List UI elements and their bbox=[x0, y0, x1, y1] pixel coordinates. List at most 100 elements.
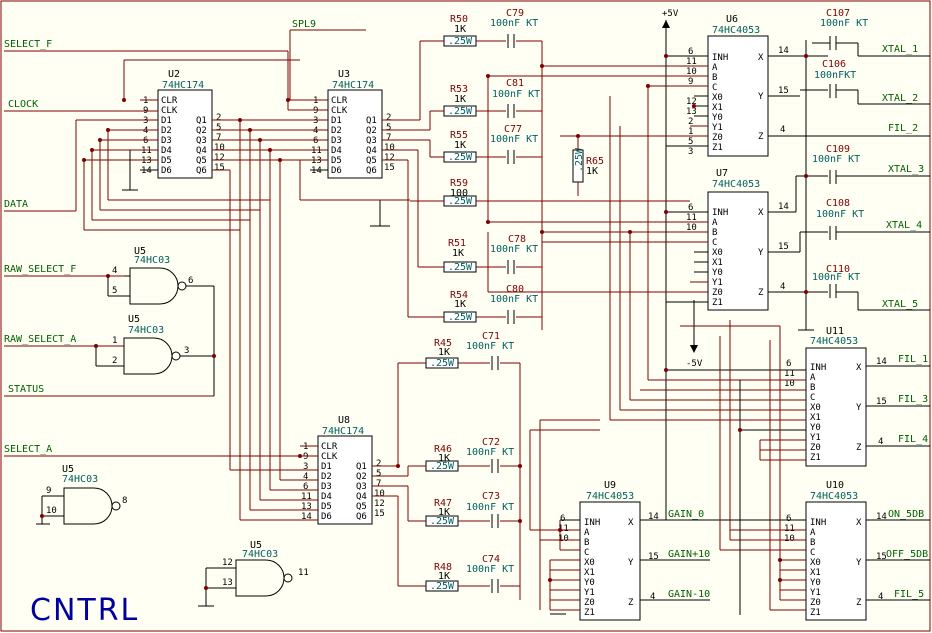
svg-text:Y0: Y0 bbox=[712, 113, 723, 123]
u10-chip: U10 74HC4053 INH A B C X0 X1 Y0 Y1 Z0 Z1… bbox=[784, 480, 887, 621]
svg-text:14: 14 bbox=[778, 46, 789, 56]
svg-text:6: 6 bbox=[303, 482, 308, 492]
svg-text:A: A bbox=[810, 528, 816, 538]
net-xtal-4: XTAL_4 bbox=[886, 220, 922, 231]
svg-text:.25W: .25W bbox=[448, 152, 473, 163]
svg-text:R54: R54 bbox=[450, 290, 468, 301]
svg-text:U7: U7 bbox=[716, 168, 728, 179]
svg-text:Q4: Q4 bbox=[366, 146, 377, 156]
svg-text:6: 6 bbox=[560, 514, 565, 524]
svg-text:10: 10 bbox=[686, 223, 697, 233]
svg-text:B: B bbox=[810, 538, 815, 548]
svg-text:11: 11 bbox=[784, 524, 795, 534]
svg-text:D4: D4 bbox=[161, 146, 172, 156]
svg-text:Q6: Q6 bbox=[196, 166, 207, 176]
svg-text:8: 8 bbox=[122, 496, 127, 506]
svg-text:D2: D2 bbox=[321, 472, 332, 482]
svg-text:C72: C72 bbox=[482, 437, 500, 448]
svg-text:.25W: .25W bbox=[448, 36, 473, 47]
net-fil-2: FIL_2 bbox=[888, 123, 918, 134]
svg-text:Y0: Y0 bbox=[584, 578, 595, 588]
junctions bbox=[40, 54, 808, 590]
svg-text:.25W: .25W bbox=[448, 106, 473, 117]
svg-text:10: 10 bbox=[214, 143, 225, 153]
svg-text:R51: R51 bbox=[448, 238, 466, 249]
svg-text:6: 6 bbox=[688, 47, 693, 57]
svg-text:R45: R45 bbox=[434, 338, 452, 349]
svg-text:5: 5 bbox=[386, 123, 391, 133]
net-xtal-2: XTAL_2 bbox=[882, 93, 918, 104]
svg-text:C79: C79 bbox=[506, 8, 524, 19]
svg-text:.25W: .25W bbox=[448, 196, 473, 207]
svg-text:R47: R47 bbox=[434, 498, 452, 509]
svg-text:10: 10 bbox=[784, 379, 795, 389]
svg-text:INH: INH bbox=[810, 518, 826, 528]
svg-text:1: 1 bbox=[112, 336, 117, 346]
svg-text:11: 11 bbox=[686, 57, 697, 67]
svg-text:3: 3 bbox=[688, 147, 693, 157]
net-data: DATA bbox=[4, 199, 28, 210]
svg-text:74HC03: 74HC03 bbox=[128, 325, 164, 336]
ff-bus-wiring bbox=[83, 51, 410, 521]
svg-text:74HC03: 74HC03 bbox=[242, 549, 278, 560]
svg-text:4: 4 bbox=[313, 126, 318, 136]
svg-text:U11: U11 bbox=[826, 326, 844, 337]
svg-text:15: 15 bbox=[384, 163, 395, 173]
net-select-a: SELECT_A bbox=[4, 444, 52, 455]
rc-network-bottom: R45 1K .25W C71 100nF KT R46 1K .25W C72… bbox=[372, 331, 560, 610]
svg-text:15: 15 bbox=[778, 86, 789, 96]
input-nets: SELECT_F CLOCK DATA RAW_SELECT_F RAW_SEL… bbox=[4, 19, 366, 457]
svg-text:1K: 1K bbox=[454, 140, 466, 151]
svg-text:D1: D1 bbox=[331, 116, 342, 126]
svg-text:D6: D6 bbox=[321, 512, 332, 522]
svg-text:14: 14 bbox=[648, 512, 659, 522]
svg-text:A: A bbox=[712, 63, 718, 73]
svg-text:U3: U3 bbox=[338, 69, 350, 80]
net-xtal-1: XTAL_1 bbox=[882, 44, 918, 55]
svg-text:100nF KT: 100nF KT bbox=[812, 154, 860, 165]
svg-text:X0: X0 bbox=[712, 93, 723, 103]
svg-text:CLR: CLR bbox=[161, 96, 178, 106]
svg-text:.25W: .25W bbox=[430, 461, 455, 472]
svg-text:74HC4053: 74HC4053 bbox=[712, 25, 760, 36]
svg-text:R59: R59 bbox=[450, 178, 468, 189]
svg-text:C71: C71 bbox=[482, 331, 500, 342]
u7-chip: U7 74HC4053 INH A B C X0 X1 Y0 Y1 Z0 Z1 … bbox=[686, 168, 789, 311]
svg-text:14: 14 bbox=[778, 202, 789, 212]
svg-text:C106: C106 bbox=[822, 59, 846, 70]
svg-text:Q5: Q5 bbox=[366, 156, 377, 166]
svg-text:C73: C73 bbox=[482, 491, 500, 502]
svg-text:A: A bbox=[584, 528, 590, 538]
svg-text:INH: INH bbox=[712, 208, 728, 218]
svg-text:X: X bbox=[628, 518, 634, 528]
svg-text:2: 2 bbox=[112, 356, 117, 366]
svg-text:Z0: Z0 bbox=[712, 288, 723, 298]
svg-text:U5: U5 bbox=[62, 464, 74, 475]
svg-text:U10: U10 bbox=[826, 480, 844, 491]
svg-text:2: 2 bbox=[688, 117, 693, 127]
svg-text:7: 7 bbox=[216, 133, 221, 143]
svg-text:D2: D2 bbox=[161, 126, 172, 136]
svg-text:X: X bbox=[758, 208, 764, 218]
svg-text:C109: C109 bbox=[826, 144, 850, 155]
svg-text:Y0: Y0 bbox=[810, 423, 821, 433]
svg-text:C80: C80 bbox=[506, 284, 524, 295]
svg-text:C74: C74 bbox=[482, 554, 500, 565]
svg-text:D2: D2 bbox=[331, 126, 342, 136]
svg-text:Y: Y bbox=[628, 558, 634, 568]
svg-text:15: 15 bbox=[214, 163, 225, 173]
svg-text:11: 11 bbox=[784, 369, 795, 379]
svg-text:100nF KT: 100nF KT bbox=[490, 134, 538, 145]
svg-text:14: 14 bbox=[876, 512, 887, 522]
svg-text:.25W: .25W bbox=[574, 147, 585, 172]
svg-text:D3: D3 bbox=[331, 136, 342, 146]
svg-text:7: 7 bbox=[386, 133, 391, 143]
gate-u5d: U5 74HC03 12 13 11 bbox=[198, 540, 309, 607]
svg-text:Q6: Q6 bbox=[356, 512, 367, 522]
svg-text:12: 12 bbox=[686, 97, 697, 107]
svg-text:74HC4053: 74HC4053 bbox=[586, 491, 634, 502]
svg-text:Y: Y bbox=[856, 403, 862, 413]
svg-text:10: 10 bbox=[686, 67, 697, 77]
svg-text:Z: Z bbox=[758, 288, 764, 298]
